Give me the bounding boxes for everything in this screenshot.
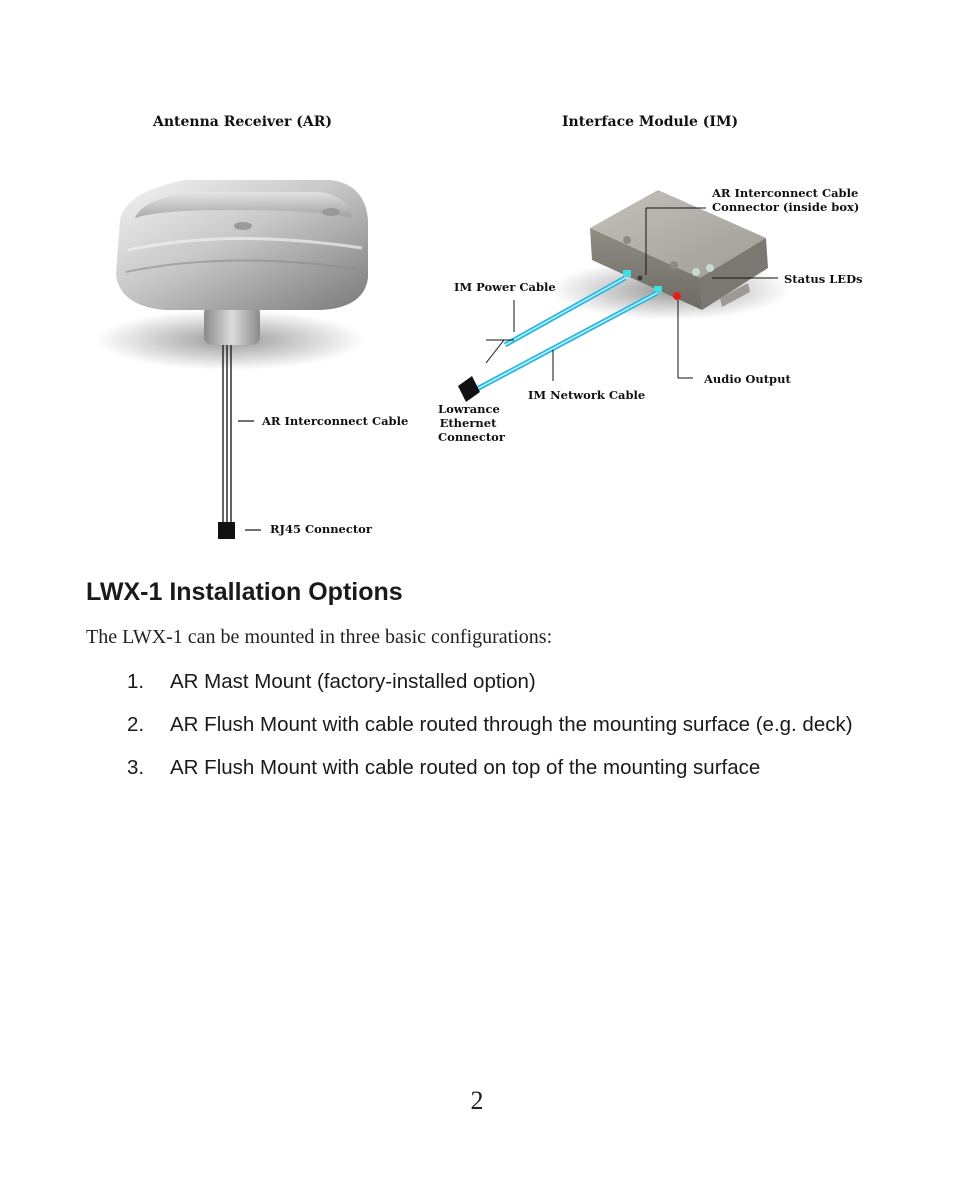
im-power-cable-label: IM Power Cable (454, 280, 556, 294)
list-item-number: 1. (127, 670, 145, 693)
page-number: 2 (470, 1086, 484, 1115)
hardware-illustration (95, 180, 790, 539)
rj45-connector-icon (218, 522, 235, 539)
antenna-receiver-icon (95, 180, 368, 539)
lowrance-ethernet-connector-label: Lowrance Ethernet Connector (438, 402, 505, 444)
installation-options-list: 1. AR Mast Mount (factory-installed opti… (86, 668, 868, 797)
ar-interconnect-connector-label: AR Interconnect Cable Connector (inside … (712, 186, 860, 214)
intro-paragraph: The LWX-1 can be mounted in three basic … (86, 626, 553, 648)
list-item: 3. AR Flush Mount with cable routed on t… (86, 754, 868, 781)
ar-title: Antenna Receiver (AR) (153, 114, 333, 130)
list-item-number: 2. (127, 713, 145, 736)
status-leds-label: Status LEDs (784, 272, 863, 286)
im-title: Interface Module (IM) (562, 114, 739, 130)
list-item-text: AR Flush Mount with cable routed through… (170, 713, 853, 736)
interface-module-icon (458, 190, 790, 402)
list-item-number: 3. (127, 756, 145, 779)
audio-output-label: Audio Output (704, 372, 791, 386)
im-network-cable-label: IM Network Cable (528, 388, 646, 402)
section-heading: LWX-1 Installation Options (86, 578, 403, 606)
rj45-connector-label: RJ45 Connector (270, 522, 372, 536)
audio-output-icon (673, 292, 681, 300)
list-item: 1. AR Mast Mount (factory-installed opti… (86, 668, 868, 695)
list-item-text: AR Mast Mount (factory-installed option) (170, 670, 536, 693)
hardware-diagram: Antenna Receiver (AR) Interface Module (… (80, 100, 880, 550)
ethernet-connector-icon (458, 376, 480, 402)
list-item: 2. AR Flush Mount with cable routed thro… (86, 711, 868, 738)
list-item-text: AR Flush Mount with cable routed on top … (170, 756, 761, 779)
ar-interconnect-cable-label: AR Interconnect Cable (262, 414, 409, 428)
network-port-icon (654, 286, 662, 293)
power-port-icon (623, 270, 631, 277)
